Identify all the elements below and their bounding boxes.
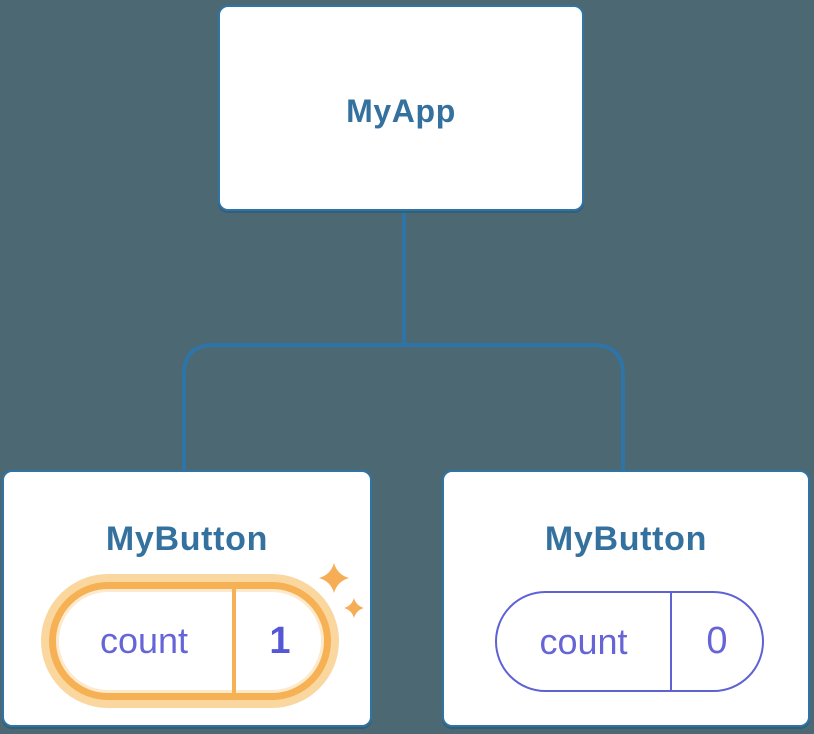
state-label: count [539, 620, 628, 662]
component-card-mybutton-left: MyButton count 1 [2, 470, 372, 727]
state-pill-highlighted: count 1 [49, 582, 331, 700]
state-value: 1 [269, 619, 291, 662]
connector-branches [182, 343, 625, 471]
state-pill-divider [670, 593, 672, 690]
component-card-mybutton-right: MyButton count 0 [442, 470, 810, 727]
state-pill: count 0 [495, 591, 764, 692]
sparkle-icon [319, 563, 364, 618]
component-title: MyButton [105, 520, 269, 558]
state-value: 0 [706, 620, 728, 662]
component-title: MyApp [346, 92, 456, 129]
state-label: count [99, 620, 189, 661]
component-card-myapp: MyApp [218, 5, 584, 211]
sparkle-small [344, 598, 364, 618]
state-pill-divider [232, 589, 236, 693]
component-title: MyButton [544, 520, 708, 558]
sparkle-large [319, 563, 349, 593]
